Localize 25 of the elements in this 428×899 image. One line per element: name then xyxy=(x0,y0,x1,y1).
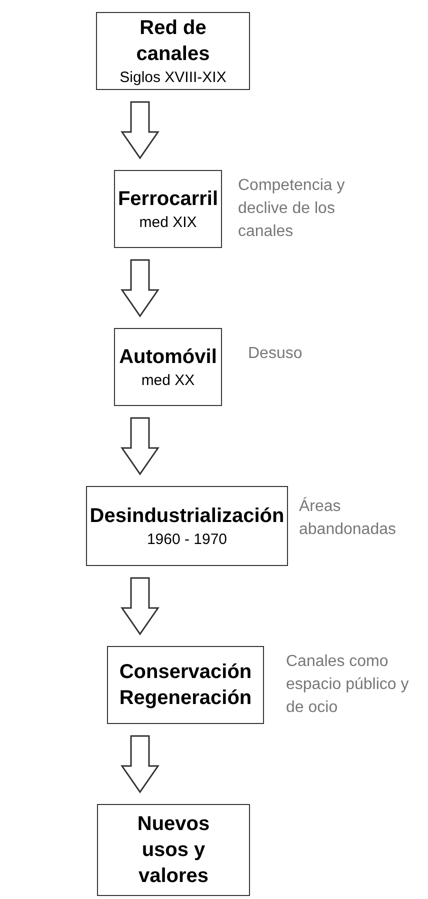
side-note: Canales como espacio público y de ocio xyxy=(286,652,410,718)
stage-title: Ferrocarril xyxy=(118,186,218,212)
process-box xyxy=(114,170,222,248)
stage-period: med XX xyxy=(141,370,195,390)
process-box xyxy=(114,328,222,406)
side-note: Desuso xyxy=(248,344,304,364)
stage-title: Nuevos usos y valores xyxy=(136,812,211,889)
stage-title: Red de canales xyxy=(135,16,211,66)
block-arrow xyxy=(120,577,160,636)
side-note: Áreas abandonadas xyxy=(299,496,397,540)
stage-title: Desindustrialización xyxy=(90,504,284,528)
block-arrow xyxy=(120,259,160,318)
block-arrow xyxy=(120,101,160,160)
side-note: Competencia y declive de los canales xyxy=(238,176,346,242)
block-arrow xyxy=(120,417,160,476)
stage-period: 1960 - 1970 xyxy=(146,530,228,550)
process-box xyxy=(107,646,264,724)
process-box xyxy=(96,12,250,90)
stage-title: Automóvil xyxy=(119,344,217,370)
process-box xyxy=(86,486,288,566)
block-arrow xyxy=(120,735,160,794)
stage-title: Conservación Regeneración xyxy=(118,660,253,711)
stage-period: Siglos XVIII-XIX xyxy=(120,68,226,88)
process-box xyxy=(97,804,250,896)
stage-period: med XIX xyxy=(139,212,197,232)
